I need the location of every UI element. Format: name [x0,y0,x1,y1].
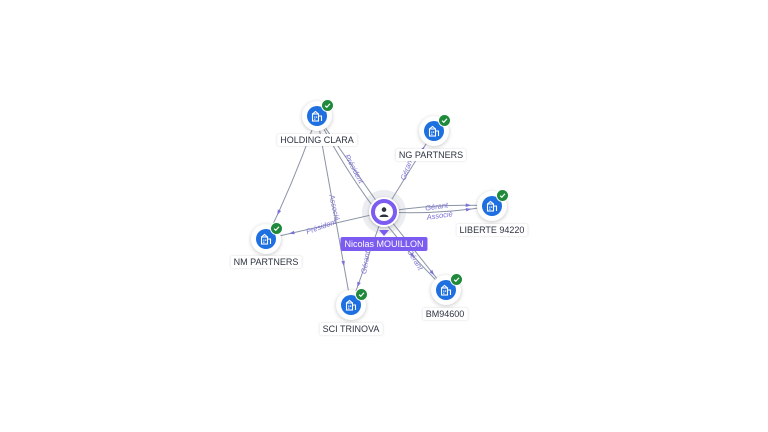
company-node-holding-clara[interactable] [302,99,334,131]
company-label-bm94600: BM94600 [422,308,468,320]
company-node-liberte-94220[interactable] [477,189,509,221]
center-person-node[interactable] [369,197,399,227]
edge-label: Associé [425,209,453,222]
edge-arrow-icon [465,203,472,207]
verified-check-icon [270,222,283,235]
company-node-bm94600[interactable] [431,273,463,305]
edge-label: Gérant [359,250,372,275]
building-icon [436,280,456,300]
edge-arrow-icon [465,207,472,212]
company-node-nm-partners[interactable] [251,222,283,254]
company-label-sci-trinova: SCI TRINOVA [319,323,383,335]
building-icon [341,295,361,315]
edge-arrow-icon [277,209,282,216]
company-node-sci-trinova[interactable] [336,288,368,320]
building-icon [482,196,502,216]
edge-arrow-icon [357,281,361,288]
company-node-ng-partners[interactable] [419,114,451,146]
company-label-liberte-94220: LIBERTE 94220 [456,224,528,236]
building-icon [424,121,444,141]
edge-label: Associé [327,193,341,222]
company-label-nm-partners: NM PARTNERS [230,256,302,268]
center-node-pointer [379,230,389,236]
company-label-holding-clara: HOLDING CLARA [277,134,357,146]
edge-label: Gérant [425,200,450,212]
verified-check-icon [450,273,463,286]
edge-arrow-icon [341,260,345,267]
edge-arrow-icon [409,252,415,258]
edge-arrow-icon [289,230,295,235]
person-icon [375,203,393,221]
verified-check-icon [321,99,334,112]
verified-check-icon [496,189,509,202]
company-label-ng-partners: NG PARTNERS [395,149,467,161]
center-person-label: Nicolas MOUILLON [340,237,428,251]
edge-arrow-icon [429,269,435,276]
building-icon [307,106,327,126]
building-icon [256,229,276,249]
verified-check-icon [438,114,451,127]
verified-check-icon [355,288,368,301]
